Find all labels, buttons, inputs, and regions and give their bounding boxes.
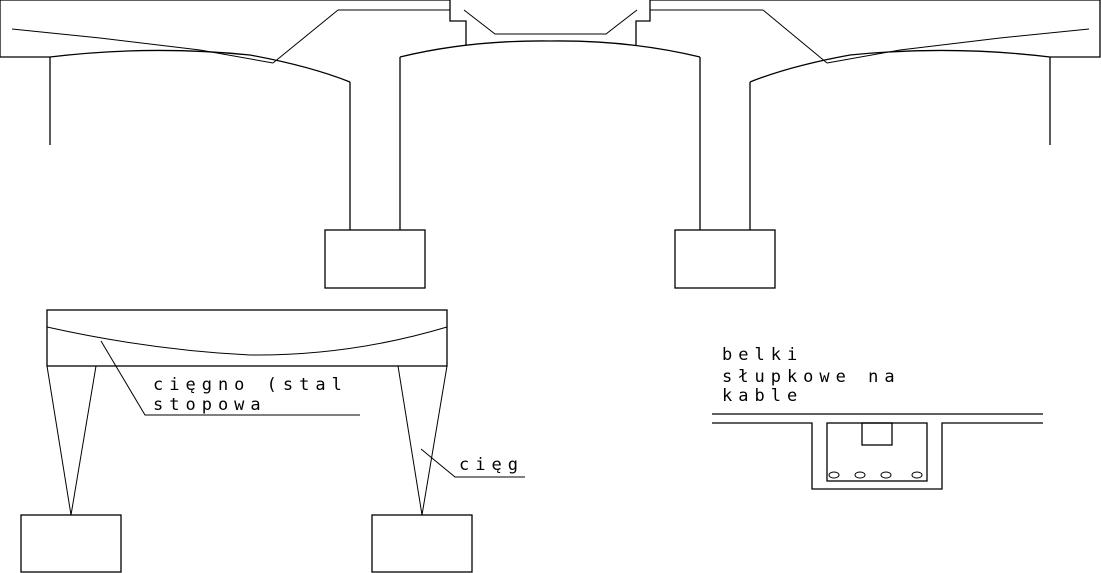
beams-label-line3: kable [722,386,804,406]
top-frame [0,0,1101,289]
bottom-left-frame [20,309,525,573]
beam-section [712,413,1043,490]
tie-label: cięg [459,455,524,475]
beams-label-line1: belki [722,345,804,365]
beams-label-line2: słupkowe na [722,367,901,387]
tendon-label-line2: stopowa [153,395,267,415]
tendon-label-line1: cięgno (stal [153,375,348,395]
